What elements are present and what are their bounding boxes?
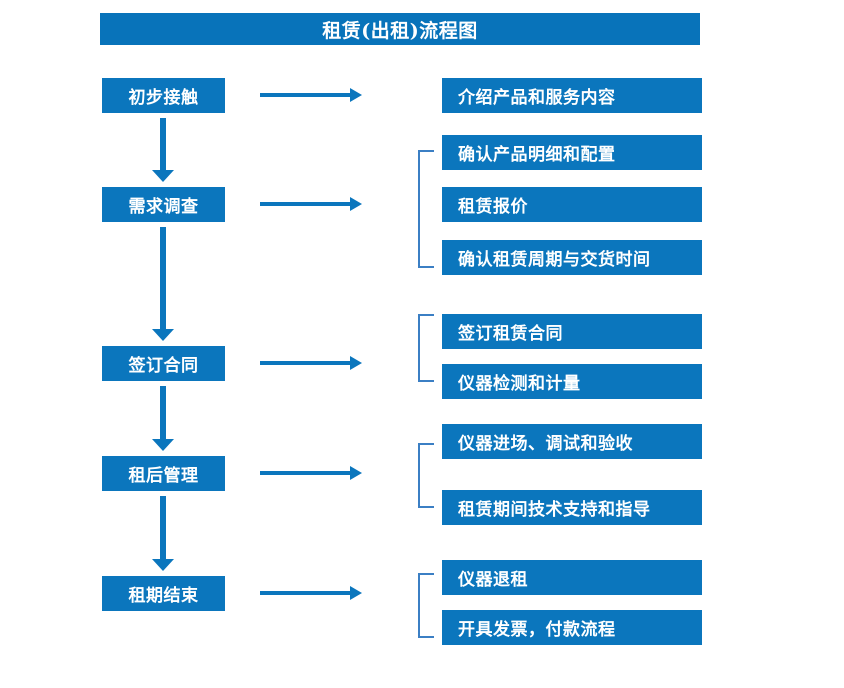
vertical-arrow-3-to-4 — [152, 386, 174, 451]
stage-box-3[interactable]: 签订合同 — [102, 346, 225, 381]
vertical-arrow-4-to-5 — [152, 496, 174, 571]
page-title: 租赁(出租)流程图 — [100, 13, 700, 45]
detail-box-8[interactable]: 租赁期间技术支持和指导 — [442, 490, 702, 525]
stage-box-5[interactable]: 租期结束 — [102, 576, 225, 611]
stage-box-4[interactable]: 租后管理 — [102, 456, 225, 491]
detail-box-7[interactable]: 仪器进场、调试和验收 — [442, 424, 702, 459]
vertical-arrow-1-to-2 — [152, 118, 174, 182]
detail-box-1[interactable]: 介绍产品和服务内容 — [442, 78, 702, 113]
group-bracket-4 — [418, 443, 434, 508]
group-bracket-3 — [418, 314, 434, 382]
detail-box-2[interactable]: 确认产品明细和配置 — [442, 135, 702, 170]
horizontal-arrow-5 — [260, 586, 362, 600]
group-bracket-2 — [418, 150, 434, 268]
detail-box-5[interactable]: 签订租赁合同 — [442, 314, 702, 349]
horizontal-arrow-4 — [260, 466, 362, 480]
detail-box-6[interactable]: 仪器检测和计量 — [442, 364, 702, 399]
group-bracket-5 — [418, 573, 434, 638]
horizontal-arrow-1 — [260, 88, 362, 102]
horizontal-arrow-3 — [260, 356, 362, 370]
detail-box-3[interactable]: 租赁报价 — [442, 187, 702, 222]
stage-box-1[interactable]: 初步接触 — [102, 78, 225, 113]
detail-box-9[interactable]: 仪器退租 — [442, 560, 702, 595]
detail-box-10[interactable]: 开具发票，付款流程 — [442, 610, 702, 645]
detail-box-4[interactable]: 确认租赁周期与交货时间 — [442, 240, 702, 275]
stage-box-2[interactable]: 需求调查 — [102, 187, 225, 222]
vertical-arrow-2-to-3 — [152, 227, 174, 341]
horizontal-arrow-2 — [260, 197, 362, 211]
